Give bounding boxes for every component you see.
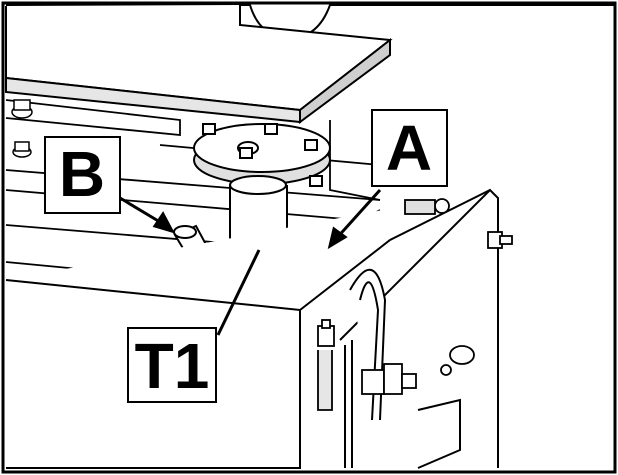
callout-b: B (44, 136, 121, 214)
leader-b (119, 196, 175, 234)
leader-t1 (216, 249, 261, 336)
callout-b-label: B (59, 138, 105, 210)
callout-t1-label: T1 (135, 330, 210, 402)
top-cover-plate (5, 4, 615, 124)
leader-a (327, 188, 382, 250)
left-bolts (11, 99, 33, 158)
callout-a: A (371, 109, 448, 187)
callout-t1: T1 (127, 327, 217, 403)
right-hardware (317, 198, 513, 411)
callout-a-label: A (386, 112, 432, 184)
